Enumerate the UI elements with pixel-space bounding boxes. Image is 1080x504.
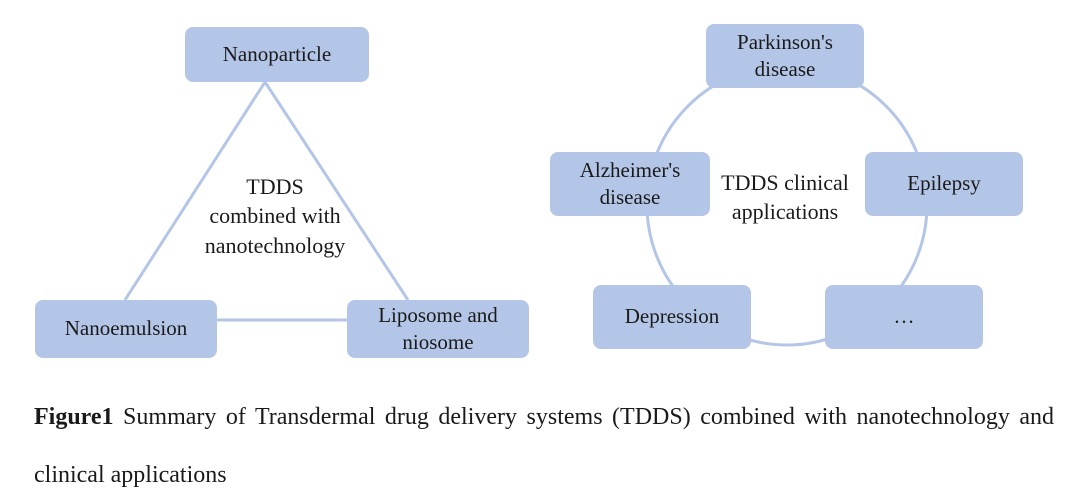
figure-caption-text: Summary of Transdermal drug delivery sys… — [34, 404, 1054, 488]
figure-label: Figure1 — [34, 404, 114, 430]
node-more-label: … — [893, 304, 915, 329]
node-alzheimers-line-1: Alzheimer's — [579, 157, 681, 182]
right-center-line-2: applications — [731, 199, 839, 225]
node-parkinsons-line-1: Parkinson's — [737, 29, 833, 54]
node-nanoemulsion: Nanoemulsion — [35, 300, 217, 358]
node-nanoparticle: Nanoparticle — [185, 27, 369, 82]
connector-nanoparticle-liposome — [263, 81, 410, 301]
node-parkinsons: Parkinson's disease — [706, 24, 864, 88]
left-center-line-3: nanotechnology — [204, 232, 346, 258]
node-liposome-line-2: niosome — [402, 330, 474, 354]
node-alzheimers: Alzheimer's disease — [550, 152, 710, 216]
node-depression: Depression — [593, 285, 751, 349]
right-center-label: TDDS clinical applications — [695, 168, 875, 227]
node-nanoemulsion-label: Nanoemulsion — [64, 316, 188, 341]
node-epilepsy-label: Epilepsy — [907, 171, 981, 196]
figure-diagram: Nanoparticle TDDS combined with nanotech… — [35, 24, 1023, 358]
figure-caption: Figure1 Summary of Transdermal drug deli… — [34, 388, 1054, 504]
left-center-label: TDDS combined with nanotechnology — [170, 172, 380, 260]
node-liposome-line-1: Liposome and — [378, 302, 498, 327]
node-nanoparticle-label: Nanoparticle — [222, 41, 332, 66]
left-center-line-2: combined with — [209, 203, 341, 229]
left-center-line-1: TDDS — [246, 174, 304, 199]
node-parkinsons-line-2: disease — [754, 57, 816, 81]
node-alzheimers-line-2: disease — [599, 185, 661, 209]
node-more: … — [825, 285, 983, 349]
node-depression-label: Depression — [624, 304, 720, 329]
node-liposome-niosome: Liposome and niosome — [347, 300, 529, 358]
node-epilepsy: Epilepsy — [865, 152, 1023, 216]
connector-nanoparticle-nanoemulsion — [123, 81, 267, 301]
right-center-line-1: TDDS clinical — [721, 170, 849, 195]
